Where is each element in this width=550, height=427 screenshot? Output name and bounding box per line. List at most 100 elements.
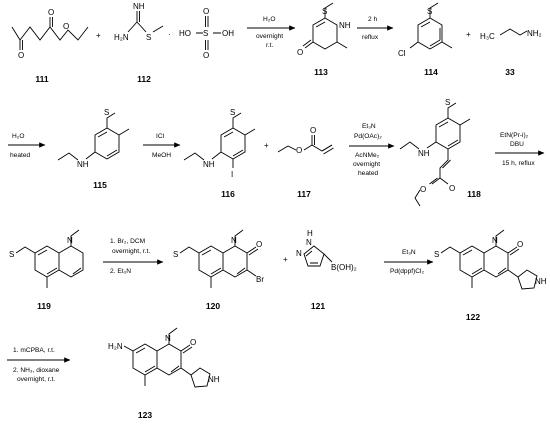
atom-boh2: B(OH)₂ [331,263,357,272]
atom-nh: NH [208,375,220,384]
atom-s: S [427,7,432,16]
compound-label-112: 112 [137,74,151,84]
condition-s7-1: 1. Br₂, DCM [110,238,145,245]
atom-oh: OH [222,29,234,38]
atom-o: O [203,7,209,16]
plus-sign: + [283,255,288,264]
atom-o: O [420,185,426,194]
atom-s: S [9,250,14,259]
compound-117-structure: O O [277,126,334,155]
atom-o: O [297,48,303,57]
atom-o: O [18,51,24,60]
atom-ho: HO [179,29,191,38]
atom-s: S [173,250,178,259]
atom-n: N [231,236,237,245]
atom-s: S [322,7,327,16]
condition-s9-1: 1. mCPBA, r.t. [13,347,55,354]
condition-s5-above-2: Pd(OAc)₂ [354,133,382,140]
compound-label-123: 123 [138,410,152,420]
compound-label-117: 117 [297,189,311,199]
compound-118-structure: S NH O O [399,98,471,207]
atom-nh2: NH₂ [527,29,542,38]
atom-nh: NH [418,149,430,158]
condition-s9-3: overnight, r.t. [17,376,55,383]
atom-o: O [296,146,302,155]
atom-s: S [445,98,450,107]
compound-label-118: 118 [467,189,481,199]
condition-s4-below: MeOH [152,152,171,159]
condition-s5-above-1: Et₃N [362,123,376,130]
atom-s: S [203,29,208,38]
condition-s8-below: Pd(dppf)Cl₂ [390,268,425,275]
compound-label-33: 33 [505,67,515,77]
compound-label-119: 119 [37,301,51,311]
atom-nh: NH [77,160,89,169]
atom-i: I [231,170,233,179]
dot-separator: · [168,30,171,39]
atom-nh: NH [203,160,215,169]
condition-s5-below-1: AcNMe₂ [355,152,380,159]
atom-cl: Cl [398,49,406,58]
atom-nh: NH [535,277,547,286]
condition-s5-below-2: overnight [353,161,380,168]
atom-h2n: H₂N [108,342,123,351]
plus-sign: + [264,141,269,150]
compound-120-structure: N S O Br [173,229,264,288]
compound-33-structure: H₃C NH₂ [480,28,542,41]
condition-s9-2: 2. NH₃, dioxane [13,367,60,374]
atom-h3c: H₃C [480,32,495,41]
condition-s6-above-1: EtN(Pr-i)₂ [500,132,529,139]
atom-h2n: H₂N [114,33,129,42]
atom-o: O [310,126,316,135]
condition-s4-above: ICl [156,133,165,140]
atom-s: S [230,108,235,117]
plus-sign: + [96,31,101,40]
sulfuric-acid-structure: HO S OH O O [179,7,234,60]
atom-o: O [63,22,69,31]
atom-br: Br [256,275,264,284]
condition-s2-above: 2 h [368,16,377,23]
compound-121-structure: H N N B(OH)₂ [296,229,357,272]
compound-123-structure: H₂N N O NH [108,327,220,388]
condition-s7-2: overnight, r.t. [112,248,150,255]
atom-s: S [434,250,439,259]
atom-o: O [48,8,54,17]
condition-s3-below: heated [10,152,31,159]
compound-label-122: 122 [466,312,480,322]
compound-119-structure: N S [9,229,84,288]
condition-s6-below: 15 h, reflux [502,160,535,167]
compound-113-structure: S O NH [297,2,351,57]
compound-114-structure: S Cl [398,2,453,58]
compound-label-114: 114 [424,67,438,77]
compound-116-structure: S NH I [183,108,256,179]
condition-s1-below-1: overnight [256,33,283,40]
condition-s3-above: H₂O [12,133,24,140]
compound-label-111: 111 [35,74,49,84]
condition-s8-above: Et₃N [402,249,416,256]
plus-sign: + [466,30,471,39]
compound-label-113: 113 [314,67,328,77]
compound-label-120: 120 [206,301,220,311]
atom-h: H [307,229,313,238]
atom-o: O [203,51,209,60]
atom-o: O [449,184,455,193]
compound-112-structure: H₂N NH S [114,2,164,42]
atom-nh: NH [133,2,145,11]
condition-s1-below-2: r.t. [266,42,273,49]
atom-n: N [492,236,498,245]
condition-s6-above-2: DBU [510,141,524,148]
condition-s1-above: H₂O [263,16,275,23]
condition-s7-3: 2. Et₃N [110,268,131,275]
compound-label-116: 116 [221,189,235,199]
atom-n: N [296,249,302,258]
atom-s: S [104,108,109,117]
compound-label-115: 115 [93,180,107,190]
atom-s: S [146,33,151,42]
atom-n: N [165,334,171,343]
atom-n: N [306,238,312,247]
atom-nh: NH [339,21,351,30]
atom-o: O [256,240,262,249]
atom-n: N [67,236,73,245]
atom-o: O [190,338,196,347]
